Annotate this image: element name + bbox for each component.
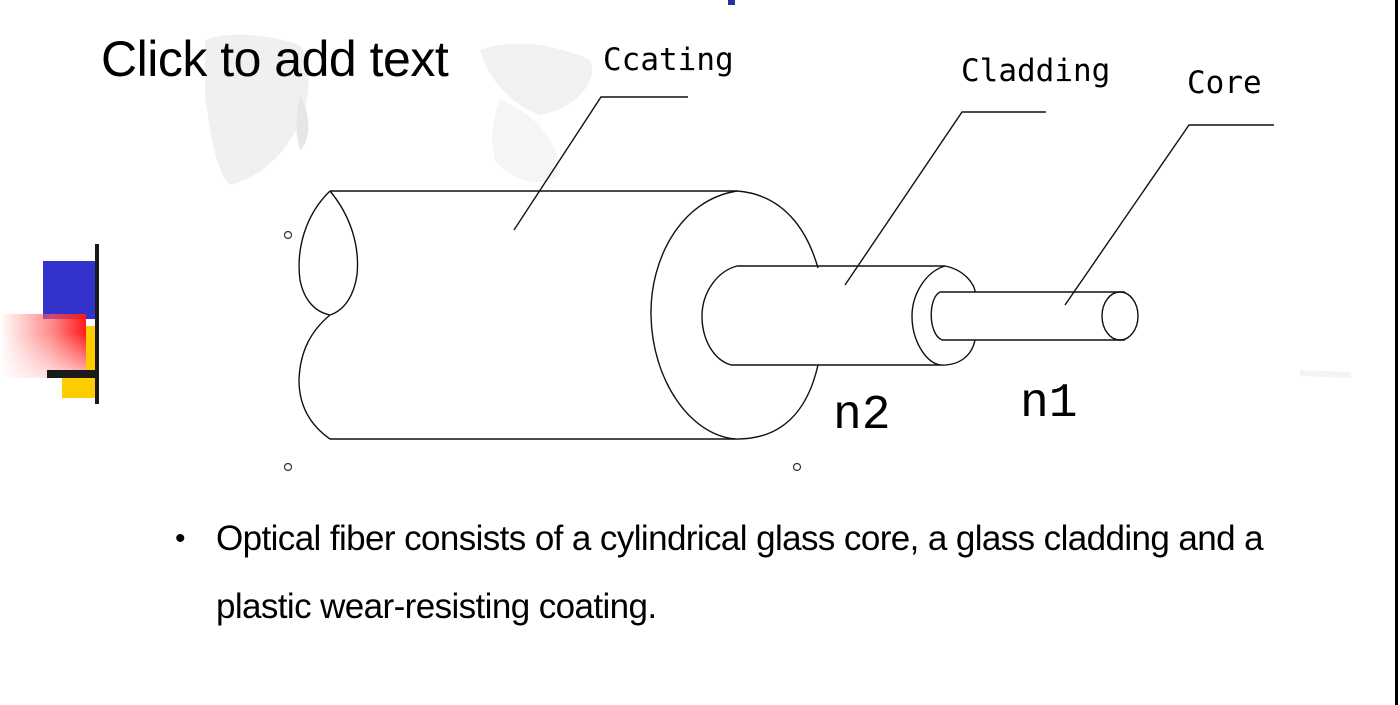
- top-marker: [728, 0, 735, 5]
- core-label: Core: [1187, 65, 1262, 101]
- deco-yellow-block: [62, 378, 96, 398]
- selection-handles[interactable]: [283, 230, 802, 472]
- core-layer: [930, 291, 1139, 341]
- cladding-label: Cladding: [961, 53, 1110, 89]
- deco-horizontal-line: [47, 370, 99, 378]
- core-leader: [1064, 124, 1274, 306]
- bullet-icon: •: [175, 522, 186, 555]
- deco-red-fade: [0, 314, 86, 378]
- slide-right-border: [1395, 0, 1398, 705]
- cladding-leader: [844, 111, 1046, 286]
- cladding-layer: [701, 265, 976, 366]
- deco-blue-square: [43, 261, 96, 319]
- title-placeholder[interactable]: Click to add text: [101, 31, 449, 87]
- n2-label: n2: [833, 389, 891, 443]
- coating-leader: [513, 96, 688, 231]
- bullet-item: Optical fiber consists of a cylindrical …: [216, 519, 1264, 626]
- n1-label: n1: [1020, 377, 1078, 431]
- coating-label: Ccating: [603, 42, 734, 78]
- deco-yellow-bar: [86, 326, 96, 371]
- coating-layer: [298, 190, 819, 440]
- deco-vertical-line: [95, 244, 99, 404]
